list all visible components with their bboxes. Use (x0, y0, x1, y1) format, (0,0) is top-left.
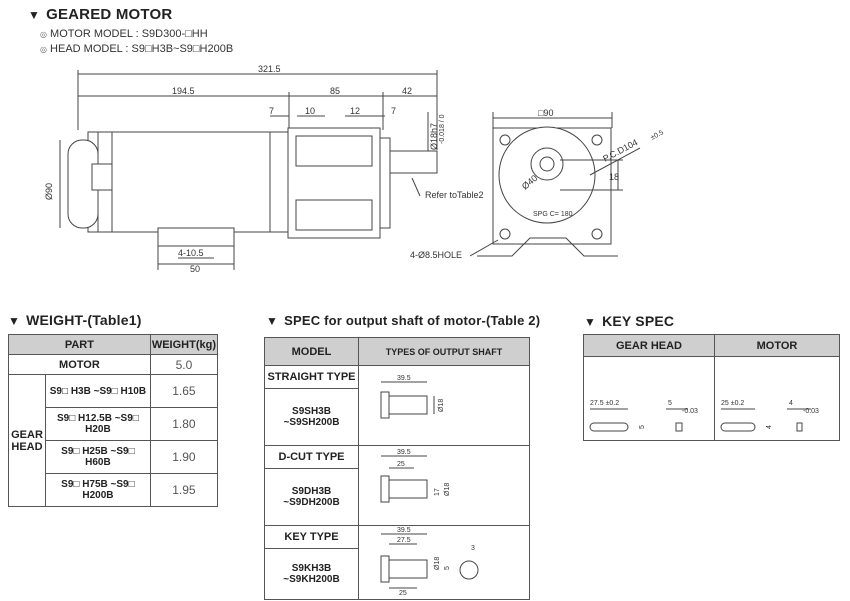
motor-model-line: ◎ MOTOR MODEL : S9D300-□HH (40, 28, 208, 40)
dim-7b: 7 (391, 106, 396, 116)
dim-body-dia: Ø90 (44, 183, 54, 200)
svg-text:27.5: 27.5 (397, 537, 411, 544)
table-row: S9SH3B ~S9SH200B (264, 387, 530, 447)
bullet-icon: ◎ (40, 45, 47, 54)
dim-base-a: 4-10.5 (178, 248, 204, 258)
straight-shaft-drawing: 39.5 Ø18 (358, 365, 530, 446)
refer-table2-note: Refer toTable2 (425, 190, 484, 200)
table-row: D-CUT TYPE 39.5 25 17 Ø18 (264, 445, 530, 526)
svg-text:3: 3 (471, 545, 475, 552)
head-model-line: ◎ HEAD MODEL : S9□H3B~S9□H200B (40, 43, 234, 55)
svg-text:4: 4 (766, 425, 773, 429)
svg-text:5: 5 (668, 400, 672, 407)
gear-key-drawing: 27.5 ±0.2 5 5 -0.03 (583, 356, 715, 441)
table-row: KEY TYPE 39.5 27.5 Ø18 5 3 25 (264, 524, 530, 600)
triangle-down-icon: ▼ (28, 8, 41, 22)
motor-drawing: 321.5 194.5 85 42 7 10 12 7 4-10.5 50 □9… (44, 64, 665, 274)
table-row: GEAR HEAD S9□ H3B ~S9□ H10B 1.65 (8, 374, 219, 507)
dim-len-a: 194.5 (172, 86, 195, 96)
dim-pcd-tol: ±0.5 (650, 129, 665, 142)
key-spec-table: GEAR HEAD MOTOR 27.5 ±0.2 5 5 -0.03 25 ±… (583, 334, 840, 441)
dim-total-length: 321.5 (258, 64, 281, 74)
dim-square: □90 (538, 108, 553, 118)
svg-text:17: 17 (434, 488, 441, 496)
page-title: ▼GEARED MOTOR (28, 6, 173, 23)
svg-text:25: 25 (399, 590, 407, 596)
key-spec-title: ▼KEY SPEC (584, 313, 675, 329)
spec-table-title: ▼SPEC for output shaft of motor-(Table 2… (266, 313, 541, 328)
bullet-icon: ◎ (40, 30, 47, 39)
dim-7a: 7 (269, 106, 274, 116)
dcut-shaft-drawing: 39.5 25 17 Ø18 (358, 445, 530, 526)
svg-text:Ø18: Ø18 (434, 557, 441, 570)
dim-len-b: 85 (330, 86, 340, 96)
triangle-down-icon: ▼ (266, 314, 279, 328)
spec-table: MODEL TYPES OF OUTPUT SHAFT STRAIGHT TYP… (264, 337, 530, 600)
table-row: S9KH3B ~S9KH200B (264, 548, 530, 600)
dim-18: 18 (609, 172, 619, 182)
dim-12: 12 (350, 106, 360, 116)
svg-text:-0.03: -0.03 (682, 408, 698, 415)
dim-10: 10 (305, 106, 315, 116)
svg-text:25 ±0.2: 25 ±0.2 (721, 400, 744, 407)
weight-table: PART WEIGHT(kg) MOTOR 5.0 GEAR HEAD S9□ … (8, 334, 219, 507)
col-part: PART (8, 334, 151, 355)
col-weight: WEIGHT(kg) (149, 334, 219, 355)
table-row: S9□ H75B ~S9□ H200B 1.95 (9, 473, 219, 507)
svg-text:39.5: 39.5 (397, 527, 411, 534)
triangle-down-icon: ▼ (584, 315, 597, 329)
dim-shaft-tol: -0.018 / 0 (439, 114, 446, 144)
dim-len-c: 42 (402, 86, 412, 96)
dim-base-b: 50 (190, 264, 200, 274)
svg-text:5: 5 (639, 425, 646, 429)
table-row: MOTOR 5.0 (8, 354, 219, 375)
triangle-down-icon: ▼ (8, 314, 21, 328)
nameplate-text: SPG C= 180 (533, 211, 573, 218)
svg-text:27.5 ±0.2: 27.5 ±0.2 (590, 400, 619, 407)
svg-text:25: 25 (397, 461, 405, 468)
svg-text:5: 5 (444, 566, 451, 570)
svg-text:4: 4 (789, 400, 793, 407)
table-row: STRAIGHT TYPE 39.5 Ø18 (264, 365, 530, 446)
svg-text:39.5: 39.5 (397, 449, 411, 456)
svg-text:-0.03: -0.03 (803, 408, 819, 415)
weight-table-title: ▼WEIGHT-(Table1) (8, 312, 142, 328)
svg-text:39.5: 39.5 (397, 375, 411, 382)
hole-note: 4-Ø8.5HOLE (410, 250, 462, 260)
col-model: MODEL (264, 337, 359, 366)
table-row: S9DH3B ~S9DH200B (264, 467, 530, 527)
motor-key-drawing: 25 ±0.2 4 4 -0.03 (714, 356, 840, 441)
svg-text:Ø18: Ø18 (438, 399, 445, 412)
dim-shaft-dia: Ø18h7 (429, 123, 439, 150)
table-row: S9□ H12.5B ~S9□ H20B 1.80 (9, 407, 219, 441)
col-motor: MOTOR (714, 334, 840, 357)
table-row: 27.5 ±0.2 5 5 -0.03 25 ±0.2 4 4 -0.03 (583, 356, 840, 441)
svg-text:Ø18: Ø18 (444, 483, 451, 496)
key-shaft-drawing: 39.5 27.5 Ø18 5 3 25 (358, 525, 530, 600)
col-gear-head: GEAR HEAD (583, 334, 715, 357)
col-types: TYPES OF OUTPUT SHAFT (358, 337, 530, 366)
